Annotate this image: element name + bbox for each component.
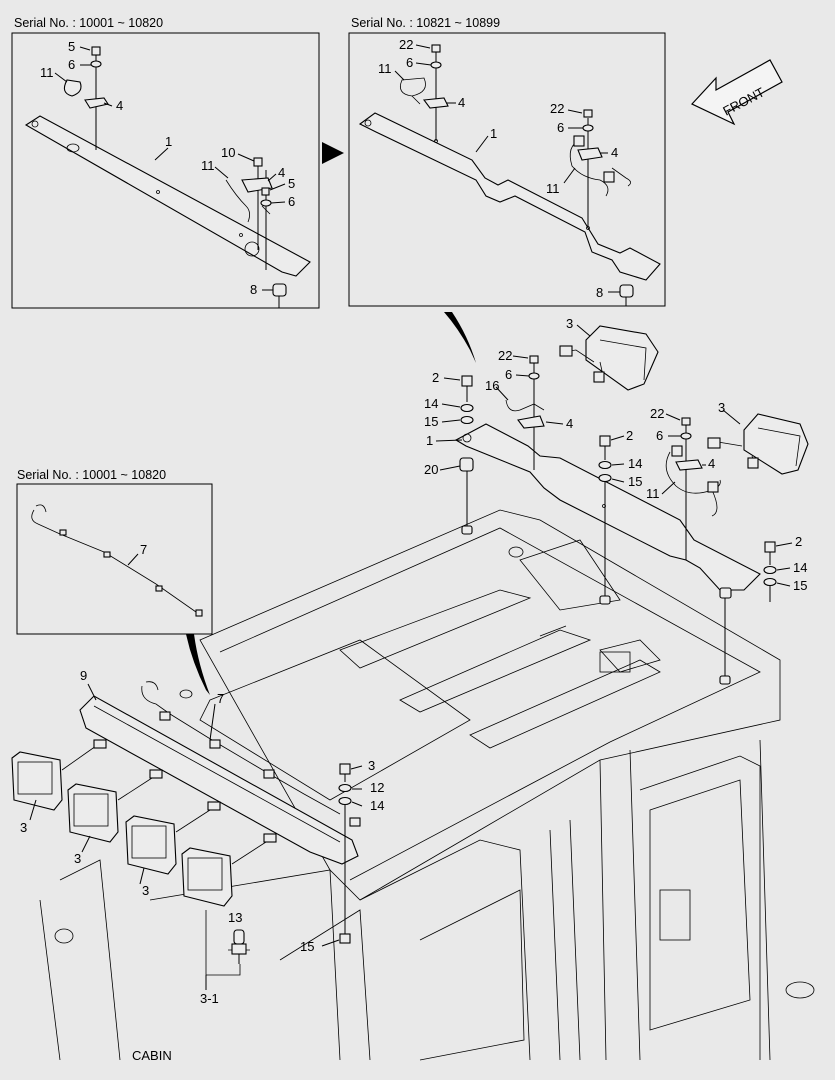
- callout-main-16: 16: [485, 378, 499, 393]
- callout-main-14: 14: [424, 396, 438, 411]
- callout-tr-11b: 11: [546, 181, 560, 196]
- callout-main-22: 22: [498, 348, 512, 363]
- callout-main-2c: 2: [795, 534, 802, 549]
- callout-main-6: 6: [505, 367, 512, 382]
- serial-label-top-right: Serial No. : 10821 ~ 10899: [351, 16, 500, 30]
- callout-tl-5b: 5: [288, 176, 295, 191]
- serial-label-top-left: Serial No. : 10001 ~ 10820: [14, 16, 163, 30]
- callout-tl-6b: 6: [288, 194, 295, 209]
- callout-main-15b: 15: [628, 474, 642, 489]
- callout-lower-3b: 3: [74, 851, 81, 866]
- work-lamp-4: [181, 833, 277, 907]
- main-light-bar-assembly: 3 22 6 2 16 14 15 4 1 20 22 6 3 2 14 4 1…: [424, 316, 809, 685]
- callout-tr-8: 8: [596, 285, 603, 300]
- callout-main-1: 1: [426, 433, 433, 448]
- callout-main-11: 11: [646, 486, 660, 501]
- callout-tl-10: 10: [221, 145, 235, 160]
- callout-tr-4: 4: [458, 95, 465, 110]
- callout-main-2: 2: [432, 370, 439, 385]
- callout-main-6b: 6: [656, 428, 663, 443]
- callout-tl-4: 4: [116, 98, 123, 113]
- lower-lamp-assembly: 9 7 3 3 3 3 12 14 15 13 3-1: [11, 668, 384, 1006]
- callout-lower-15: 14: [370, 798, 384, 813]
- callout-tl-11b: 11: [201, 158, 215, 173]
- callout-pointer-curve: [444, 312, 476, 363]
- callout-lower-12: 3: [368, 758, 375, 773]
- callout-tr-11: 11: [378, 61, 392, 76]
- front-direction-arrow: FRONT: [691, 59, 783, 126]
- callout-main-15c: 15: [793, 578, 807, 593]
- callout-lower-3a: 3: [20, 820, 27, 835]
- callout-main-20: 20: [424, 462, 438, 477]
- callout-lower-3-1: 13: [228, 910, 242, 925]
- callout-main-14b: 14: [628, 456, 642, 471]
- callout-lower-13: 15: [300, 939, 314, 954]
- callout-lower-14: 12: [370, 780, 384, 795]
- callout-main-22b: 22: [650, 406, 664, 421]
- callout-main-4: 4: [566, 416, 573, 431]
- callout-main-3: 3: [566, 316, 573, 331]
- callout-main-4b: 4: [708, 456, 715, 471]
- callout-tr-22b: 22: [550, 101, 564, 116]
- detail-box-serial-10001-10820-top: Serial No. : 10001 ~ 10820: [11, 16, 320, 309]
- callout-tl-5: 5: [68, 39, 75, 54]
- callout-tl-4b: 4: [278, 165, 285, 180]
- arrow-right-icon: [322, 142, 344, 164]
- callout-tr-22: 22: [399, 37, 413, 52]
- callout-lower-3d: 3-1: [200, 991, 219, 1006]
- callout-box2-7: 7: [140, 542, 147, 557]
- callout-lower-7: 7: [217, 691, 224, 706]
- detail-box-serial-10821-10899: Serial No. : 10821 ~ 10899 22 6 1: [348, 16, 666, 307]
- callout-lower-3c: 3: [142, 883, 149, 898]
- work-lamp-3: [125, 801, 221, 875]
- callout-tl-8: 8: [250, 282, 257, 297]
- callout-tr-6: 6: [406, 55, 413, 70]
- callout-tr-1: 1: [490, 126, 497, 141]
- serial-label-middle-left: Serial No. : 10001 ~ 10820: [17, 468, 166, 482]
- work-lamp-1: [11, 739, 107, 811]
- callout-tr-4b: 4: [611, 145, 618, 160]
- work-lamp-2: [67, 769, 163, 843]
- detail-box-serial-10001-10820-wiring: Serial No. : 10001 ~ 10820 7: [16, 468, 213, 635]
- callout-main-14c: 14: [793, 560, 807, 575]
- callout-main-2b: 2: [626, 428, 633, 443]
- bulb-icon: [228, 929, 250, 964]
- cabin-label: CABIN: [132, 1048, 172, 1063]
- callout-main-3b: 3: [718, 400, 725, 415]
- callout-lower-9: 9: [80, 668, 87, 683]
- callout-pointer-curve-2: [186, 634, 210, 695]
- callout-tl-6: 6: [68, 57, 75, 72]
- callout-tr-6b: 6: [557, 120, 564, 135]
- callout-main-15: 15: [424, 414, 438, 429]
- callout-tl-11: 11: [40, 65, 54, 80]
- callout-tl-1: 1: [165, 134, 172, 149]
